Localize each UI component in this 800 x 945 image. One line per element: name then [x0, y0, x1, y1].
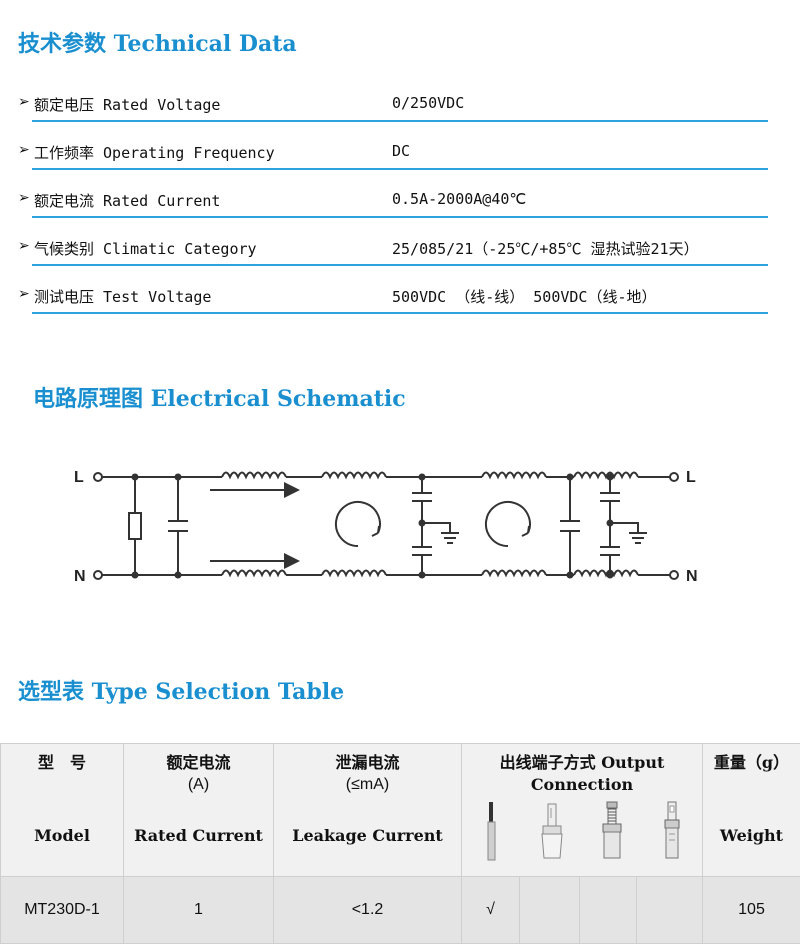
header-leakage-current: 泄漏电流 (≤mA) Leakage Current [273, 743, 462, 877]
ground-icon [610, 522, 647, 544]
divider [32, 216, 768, 218]
connection-icons [462, 800, 702, 862]
spec-value: 500VDC （线-线） 500VDC（线-地） [392, 288, 657, 306]
x-capacitor [560, 477, 580, 575]
terminal-circle [93, 570, 103, 580]
inductor-coil [321, 471, 387, 480]
header-model: 型 号 Model [0, 743, 124, 877]
cell-conn-2 [519, 876, 580, 944]
plug-terminal-icon [541, 803, 563, 859]
junction-dot [174, 473, 182, 481]
header-model-en: Model [34, 826, 90, 845]
junction-dot [606, 571, 614, 579]
junction-dot [131, 571, 139, 579]
table-row: MT230D-1 1 <1.2 √ 105 [0, 876, 800, 944]
header-output-connection: 出线端子方式 Output Connection [461, 743, 703, 877]
loop-arrowhead [371, 525, 380, 537]
header-weight-cn: 重量（g） [713, 753, 790, 772]
inductor-coil [221, 471, 287, 480]
header-conn-title: 出线端子方式 Output Connection [499, 753, 665, 794]
spec-value: 0.5A-2000A@40℃ [392, 190, 527, 208]
inductor-coil [221, 569, 287, 578]
terminal-label-n-out: N [686, 568, 698, 585]
loop-arrowhead [521, 525, 530, 537]
terminal-circle [669, 472, 679, 482]
terminal-label-l-in: L [74, 469, 84, 486]
screw-terminal-icon [602, 801, 622, 859]
y-capacitor-pair [412, 477, 432, 575]
spec-value: DC [392, 142, 411, 160]
ground-icon [422, 522, 459, 544]
header-weight-en: Weight [719, 826, 784, 845]
spec-value: 0/250VDC [392, 94, 465, 112]
x-capacitor [168, 477, 188, 575]
electrical-schematic-diagram: L N L N [74, 469, 698, 585]
header-leak-cn: 泄漏电流 [335, 753, 400, 772]
header-current-cn: 额定电流 [166, 753, 231, 772]
header-model-cn: 型 号 [37, 753, 86, 772]
spec-row-rated-voltage: ➢ 额定电压 Rated Voltage 0/250VDC [18, 94, 768, 142]
terminal-label-n-in: N [74, 568, 86, 585]
cell-conn-3 [579, 876, 637, 944]
divider [32, 120, 768, 122]
spec-label: 气候类别 Climatic Category [34, 240, 257, 258]
bullet-arrow-icon: ➢ [18, 94, 30, 110]
section-title-electrical-schematic: 电路原理图 Electrical Schematic [33, 386, 406, 412]
header-leak-en: Leakage Current [292, 826, 443, 845]
inductor-coil [573, 471, 639, 480]
spec-row-operating-frequency: ➢ 工作频率 Operating Frequency DC [18, 142, 768, 190]
spec-value: 25/085/21（-25℃/+85℃ 湿热试验21天） [392, 240, 699, 258]
junction-dot [418, 473, 426, 481]
bullet-arrow-icon: ➢ [18, 286, 30, 302]
varistor-body [128, 512, 142, 540]
header-current-unit: (A) [187, 776, 210, 793]
bullet-arrow-icon: ➢ [18, 238, 30, 254]
loop-arrow-icon [334, 501, 381, 548]
bullet-arrow-icon: ➢ [18, 142, 30, 158]
cell-conn-1: √ [461, 876, 520, 944]
cell-current: 1 [123, 876, 274, 944]
section-title-type-selection: 选型表 Type Selection Table [18, 679, 345, 705]
header-rated-current: 额定电流 (A) Rated Current [123, 743, 274, 877]
spec-label: 额定电流 Rated Current [34, 192, 221, 210]
spec-label: 测试电压 Test Voltage [34, 288, 212, 306]
junction-dot [606, 473, 614, 481]
spec-row-climatic-category: ➢ 气候类别 Climatic Category 25/085/21（-25℃/… [18, 238, 768, 286]
divider [32, 264, 768, 266]
terminal-label-l-out: L [686, 469, 696, 486]
header-current-en: Rated Current [134, 826, 263, 845]
terminal-circle [93, 472, 103, 482]
spec-label: 额定电压 Rated Voltage [34, 96, 221, 114]
cell-conn-4 [636, 876, 703, 944]
y-capacitor-pair [600, 477, 620, 575]
junction-dot [566, 473, 574, 481]
spec-label: 工作频率 Operating Frequency [34, 144, 275, 162]
divider [32, 312, 768, 314]
spec-row-rated-current: ➢ 额定电流 Rated Current 0.5A-2000A@40℃ [18, 190, 768, 238]
terminal-circle [669, 570, 679, 580]
type-selection-table: 型 号 Model 额定电流 (A) Rated Current 泄漏电流 (≤… [0, 743, 800, 944]
junction-dot [566, 571, 574, 579]
junction-dot [418, 571, 426, 579]
wire-lead-icon [487, 802, 496, 861]
inductor-coil [573, 569, 639, 578]
table-header-row: 型 号 Model 额定电流 (A) Rated Current 泄漏电流 (≤… [0, 743, 800, 877]
inductor-coil [321, 569, 387, 578]
divider [32, 168, 768, 170]
cell-leakage: <1.2 [273, 876, 462, 944]
loop-arrow-icon [484, 501, 531, 548]
spec-row-test-voltage: ➢ 测试电压 Test Voltage 500VDC （线-线） 500VDC（… [18, 286, 768, 334]
cell-model: MT230D-1 [0, 876, 124, 944]
inductor-coil [481, 471, 547, 480]
fast-on-terminal-icon [664, 801, 680, 859]
junction-dot [131, 473, 139, 481]
inductor-coil [481, 569, 547, 578]
bullet-arrow-icon: ➢ [18, 190, 30, 206]
section-title-technical-data: 技术参数 Technical Data [18, 31, 297, 57]
cell-weight: 105 [702, 876, 800, 944]
header-leak-unit: (≤mA) [345, 776, 390, 793]
header-weight: 重量（g） Weight [702, 743, 800, 877]
junction-dot [174, 571, 182, 579]
